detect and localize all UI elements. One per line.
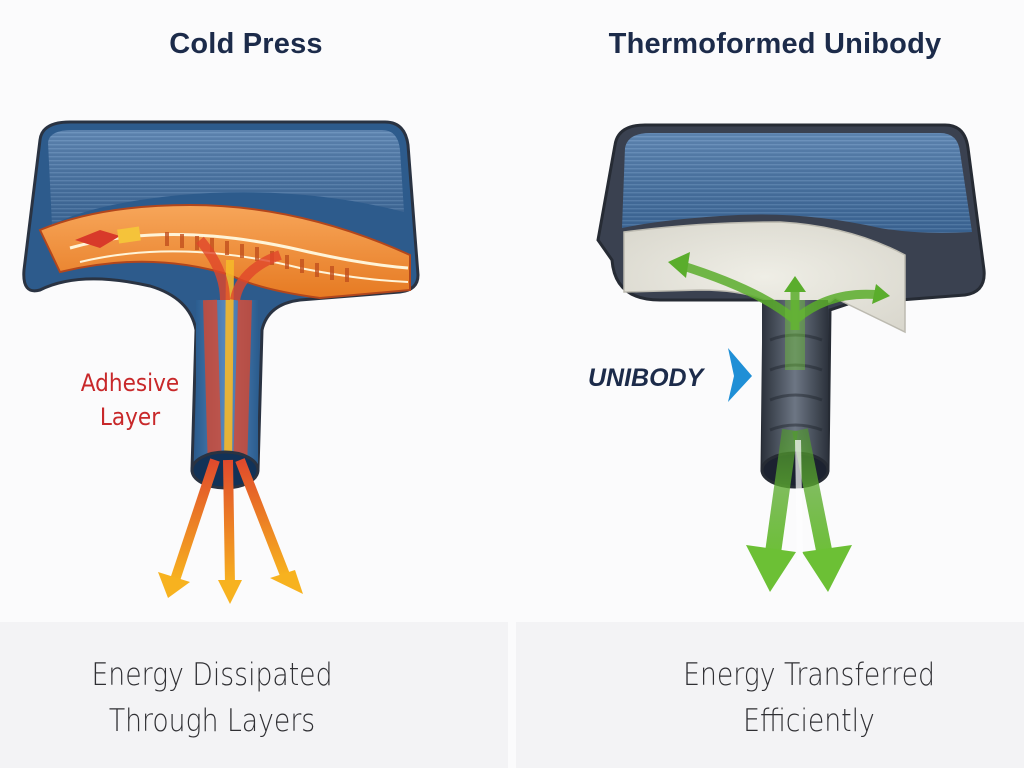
arrowhead <box>218 580 242 604</box>
adhesive-layer-label: Adhesive Layer <box>76 366 184 434</box>
unibody-pointer-icon <box>728 348 752 402</box>
energy-arrow-right <box>235 458 290 577</box>
dissipated-energy-arrows <box>158 458 303 604</box>
caption-line1: Energy Dissipated <box>91 657 333 693</box>
energy-arrow-left <box>170 458 220 582</box>
thermoformed-paddle <box>596 123 986 489</box>
energy-arrow-center <box>223 459 235 586</box>
arrowhead <box>746 545 796 592</box>
adhesive-label-line1: Adhesive <box>80 369 180 397</box>
arrowhead <box>802 545 852 592</box>
cold-press-caption: Energy Dissipated Through Layers <box>30 652 395 744</box>
unibody-label: UNIBODY <box>588 364 704 392</box>
arrowhead <box>158 572 190 598</box>
energy-arrow-right <box>792 428 834 562</box>
arrowhead <box>270 570 303 594</box>
energy-arrow-left <box>764 428 798 562</box>
thermoformed-title: Thermoformed Unibody <box>608 28 942 60</box>
adhesive-label-line2: Layer <box>99 403 161 431</box>
caption-line1: Energy Transferred <box>683 657 935 693</box>
transferred-energy-arrows <box>746 428 852 592</box>
cold-press-paddle <box>22 120 420 490</box>
cold-press-caption-panel: Energy Dissipated Through Layers <box>0 622 508 768</box>
unibody-caption-panel: Energy Transferred Efficiently <box>516 622 1024 768</box>
paddle-illustrations <box>22 120 986 604</box>
cold-press-title: Cold Press <box>169 28 323 60</box>
unibody-caption: Energy Transferred Efficiently <box>624 652 994 744</box>
caption-line2: Efficiently <box>743 703 875 739</box>
caption-line2: Through Layers <box>108 703 316 739</box>
